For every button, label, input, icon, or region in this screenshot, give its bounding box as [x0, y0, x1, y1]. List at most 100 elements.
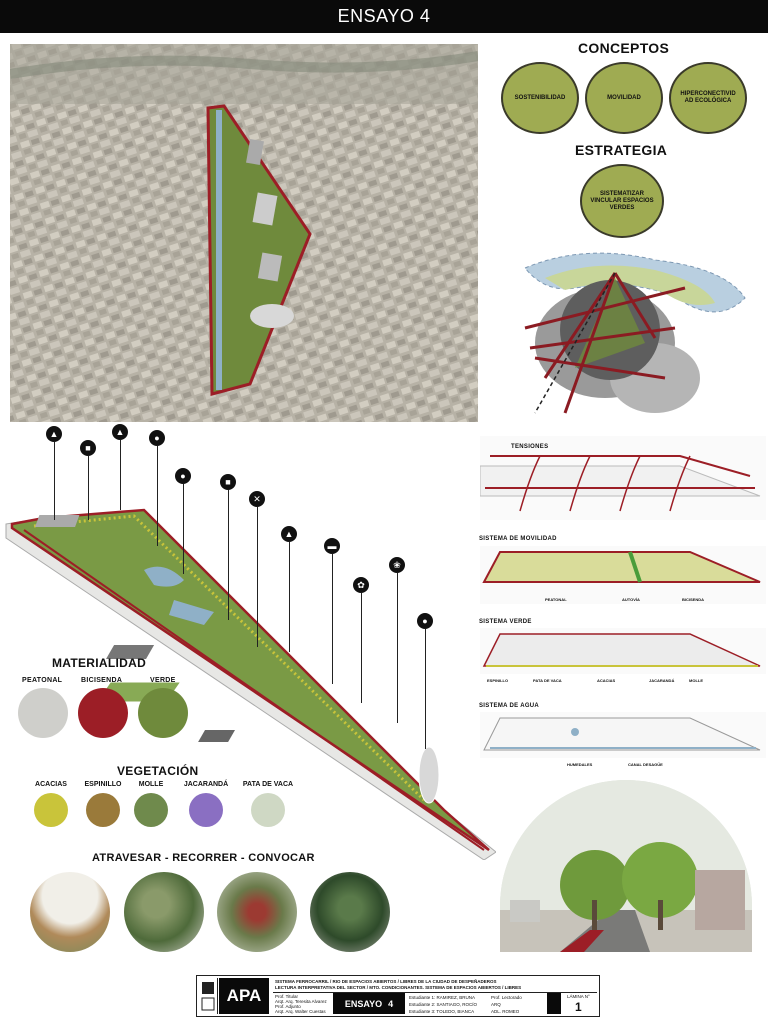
walk-icon: ▲ — [46, 426, 62, 442]
material-label-bicisenda: BICISENDA — [81, 677, 123, 684]
apa-logo-box: APA — [219, 978, 269, 1014]
veg-label-molle: MOLLE — [138, 781, 164, 788]
veg-label-jacaranda: JACARANDÁ — [183, 781, 229, 788]
pin-line — [120, 440, 121, 510]
pin-line — [54, 442, 55, 520]
estrategia-title: ESTRATEGIA — [575, 142, 668, 158]
bank-icon: ▲ — [281, 526, 297, 542]
extra-1: Prof. Lectorado — [491, 995, 522, 1000]
street-perspective — [500, 780, 752, 952]
diagram-movilidad — [480, 546, 766, 604]
verde-title: SISTEMA VERDE — [479, 619, 532, 625]
strategy-diagram — [515, 248, 755, 418]
apa-logo-text: APA — [226, 986, 262, 1005]
movilidad-title: SISTEMA DE MOVILIDAD — [479, 536, 557, 542]
material-swatch-bicisenda — [78, 688, 128, 738]
diagram-tensiones — [479, 436, 766, 520]
title-block: APA SISTEMA FERROCARRIL / RIO DE ESPACIO… — [196, 975, 600, 1017]
materialidad-title: MATERIALIDAD — [52, 656, 147, 670]
material-swatch-peatonal — [18, 688, 68, 738]
tree-espinillo — [86, 793, 120, 827]
concept-circle-sostenibilidad: SOSTENIBILIDAD — [501, 62, 579, 134]
vegetacion-title: VEGETACIÓN — [117, 764, 199, 778]
agua-title: SISTEMA DE AGUA — [479, 703, 540, 709]
verde-legend-molle: MOLLE — [689, 678, 703, 683]
tree-molle — [134, 793, 168, 827]
flower-icon: ✿ — [353, 577, 369, 593]
movilidad-legend-peatonal: PEATONAL — [545, 597, 567, 602]
ensayo-number: 4 — [388, 998, 394, 1009]
pin-line — [257, 507, 258, 647]
material-swatch-verde — [138, 688, 188, 738]
prof-4: Arqt. Arq. Walter Cuestas — [275, 1009, 326, 1014]
photo-recorrer — [124, 872, 204, 952]
aerial-photo — [10, 44, 478, 422]
building-icon: ■ — [80, 440, 96, 456]
pin-line — [361, 593, 362, 703]
page-header: ENSAYO 4 — [0, 0, 768, 33]
concept-circle-movilidad: MOVILIDAD — [585, 62, 663, 134]
tree-icon: ▲ — [112, 424, 128, 440]
material-label-peatonal: PEATONAL — [22, 677, 63, 684]
diagram-verde — [480, 628, 766, 674]
photo-convocar-1 — [217, 872, 297, 952]
ensayo-label: ENSAYO — [344, 998, 383, 1009]
material-label-verde: VERDE — [150, 677, 176, 684]
movilidad-legend-autovia: AUTOVÍA — [622, 597, 640, 602]
leaf-icon: ❀ — [389, 557, 405, 573]
cart-icon: ■ — [220, 474, 236, 490]
movilidad-legend-bicisenda: BICISENDA — [682, 597, 705, 602]
prof-3: Prof. Adjunto — [275, 1004, 301, 1009]
pin-line — [289, 542, 290, 652]
pin-line — [88, 456, 89, 520]
title-line-1: SISTEMA FERROCARRIL / RIO DE ESPACIOS AB… — [275, 979, 497, 984]
title-line-2: LECTURA INTERPRETATIVA DEL SECTOR / MTO.… — [275, 985, 522, 990]
prof-1: Prof. Titular — [275, 994, 299, 999]
ensayo-box: ENSAYO 4 — [333, 993, 405, 1014]
scale-box — [547, 993, 561, 1014]
extra-2: ARQ — [491, 1002, 501, 1007]
badge-icon: ● — [175, 468, 191, 484]
cross-icon: ✕ — [249, 491, 265, 507]
pin-line — [397, 573, 398, 723]
verde-legend-pata-de-vaca: PATA DE VACA — [533, 678, 562, 683]
tree-jacaranda — [189, 793, 223, 827]
tree-pata-de-vaca — [251, 793, 285, 827]
lamina-label: LÁMINA N° — [567, 994, 590, 999]
tree-acacias — [34, 793, 68, 827]
pin-line — [425, 629, 426, 749]
masterplan-axonometric — [4, 420, 497, 861]
lamina-number: 1 — [575, 1000, 582, 1014]
pin-line — [228, 490, 229, 620]
photo-atravesar — [30, 872, 110, 952]
verde-legend-jacaranda: JACARANDÁ — [649, 678, 675, 683]
divider — [273, 992, 597, 993]
verde-legend-acacias: ACACIAS — [597, 678, 616, 683]
estrategia-circle: SISTEMATIZAR VINCULAR ESPACIOS VERDES — [580, 164, 664, 238]
page-title: ENSAYO 4 — [337, 6, 431, 26]
veg-label-espinillo: ESPINILLO — [84, 781, 122, 788]
veg-label-acacias: ACACIAS — [35, 781, 67, 788]
institution-logo — [199, 978, 218, 1014]
pin-line — [183, 484, 184, 574]
photo-convocar-2 — [310, 872, 390, 952]
student-2: Estudiante 2: SANTIAGO, ROCÍO — [409, 1002, 478, 1007]
lema-title: ATRAVESAR - RECORRER - CONVOCAR — [92, 852, 315, 864]
agua-legend-humedales: HUMEDALES — [567, 762, 593, 767]
prof-2: Arqt. Arq. Teresita Alvarez — [275, 999, 327, 1004]
bike-icon: ● — [149, 430, 165, 446]
pin-line — [332, 554, 333, 684]
agua-legend-canal: CANAL DESAGÜE — [628, 762, 663, 767]
tensiones-title: TENSIONES — [511, 444, 549, 450]
conceptos-title: CONCEPTOS — [578, 40, 670, 56]
pin-line — [157, 446, 158, 546]
car-icon: ▬ — [324, 538, 340, 554]
veg-label-pata-de-vaca: PATA DE VACA — [242, 781, 294, 788]
diagram-agua — [480, 712, 766, 758]
student-1: Estudiante 1: RAMIREZ, BRUNA — [409, 995, 476, 1000]
student-3: Estudiante 3: TOLEDO, BIANCA — [409, 1009, 475, 1014]
concept-circle-hiperconectividad: HIPERCONECTIVID AD ECOLÓGICA — [669, 62, 747, 134]
verde-legend-espinillo: ESPINILLO — [487, 678, 509, 683]
extra-3: ADL. ROMEO — [491, 1009, 520, 1014]
dog-icon: ● — [417, 613, 433, 629]
